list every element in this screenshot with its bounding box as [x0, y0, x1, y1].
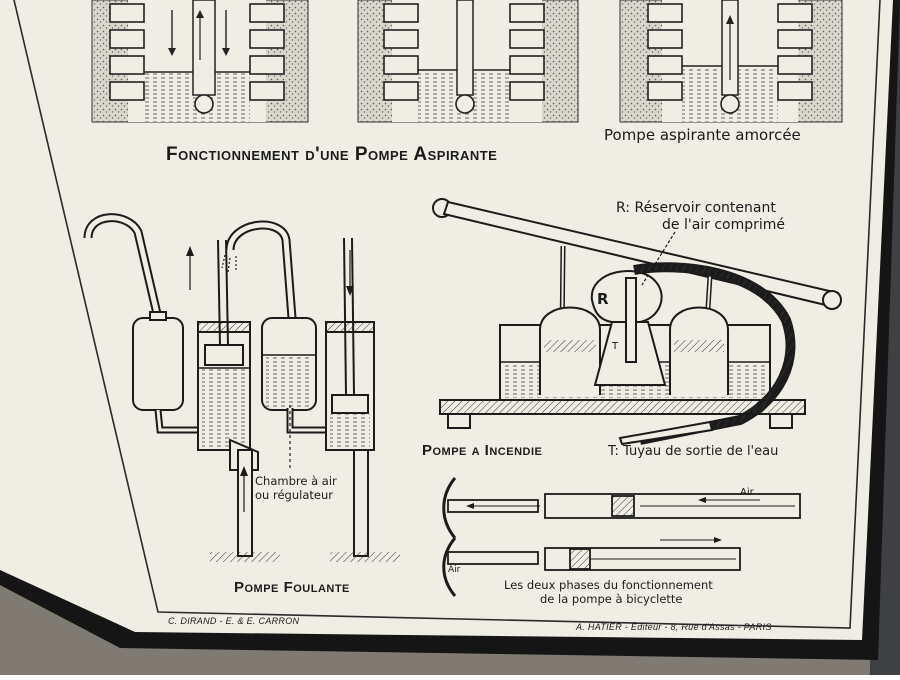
fire-pump-title: Pompe a Incendie — [422, 442, 543, 459]
bicycle-caption-line1: Les deux phases du fonctionnement — [504, 578, 713, 592]
bicycle-caption-line2: de la pompe à bicyclette — [540, 592, 683, 606]
poster-inner-border — [13, 0, 881, 629]
chamber-label-line1: Chambre à air — [255, 474, 337, 488]
footer-left: C. DIRAND - E. & E. CARRON — [168, 616, 300, 626]
poster-paper — [0, 0, 893, 640]
bicycle-pump-diagram — [442, 477, 801, 597]
reservoir-label-line1: R: Réservoir contenant — [616, 200, 776, 216]
well-diagram-3 — [619, 0, 843, 123]
outlet-label: T: Tuyau de sortie de l'eau — [608, 444, 779, 459]
air-label-bottom: Air — [448, 565, 461, 575]
chamber-label-line2: ou régulateur — [255, 488, 333, 502]
letter-r-label: R — [597, 290, 609, 308]
air-label-top: Air — [740, 487, 754, 498]
reservoir-label-line2: de l'air comprimé — [662, 217, 786, 233]
top-caption: Pompe aspirante amorcée — [604, 126, 801, 144]
well-diagram-2 — [357, 0, 579, 123]
footer-right: A. HATIER - Éditeur - 8, Rue d'Assas - P… — [576, 622, 772, 632]
fire-pump-diagram — [432, 198, 842, 446]
well-diagram-1 — [91, 0, 309, 123]
force-pump-title: Pompe Foulante — [234, 579, 350, 596]
force-pump-diagram — [83, 213, 400, 562]
letter-t-label: T — [612, 341, 619, 352]
main-title: Fonctionnement d'une Pompe Aspirante — [166, 144, 498, 165]
